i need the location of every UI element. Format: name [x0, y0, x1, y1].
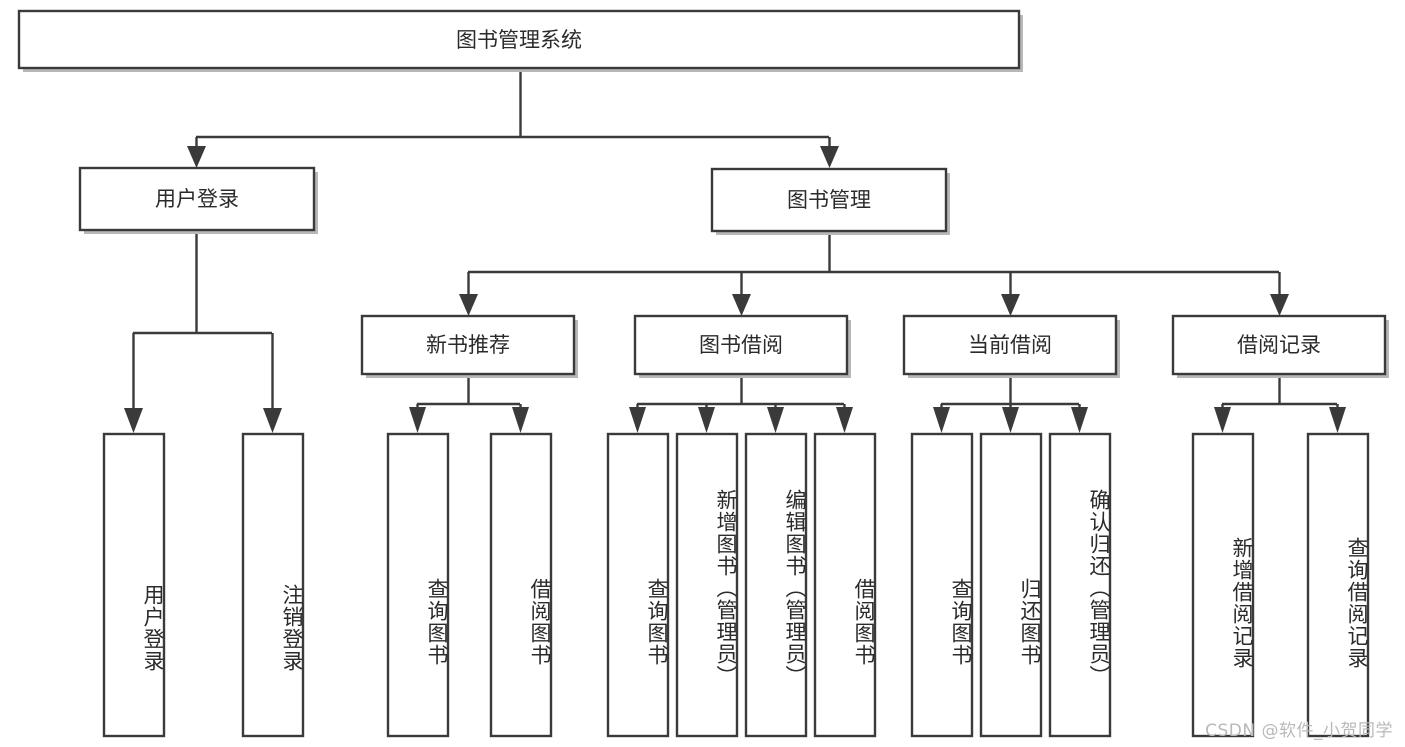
arrow-bookmgmt-c2 — [732, 294, 751, 316]
node-current-borrow-label: 当前借阅 — [968, 333, 1052, 357]
leaf-query-book-2[interactable] — [606, 432, 670, 738]
node-book-management[interactable] — [710, 167, 948, 233]
arrow-bookmgmt-c4 — [1270, 294, 1289, 316]
node-book-borrow-label: 图书借阅 — [699, 333, 783, 357]
arrow-newbook-c2 — [512, 407, 529, 433]
connector-layer — [124, 70, 1346, 433]
arrow-bookmgmt-c1 — [459, 294, 478, 316]
node-book-borrow[interactable] — [633, 314, 849, 376]
node-layer: 图书管理系统 用户登录 图书管理 新书推荐 图书借阅 当前借阅 借阅记录 — [17, 9, 1389, 738]
leaf-return-book[interactable] — [979, 432, 1043, 738]
node-root[interactable] — [17, 9, 1021, 70]
arrow-bookmgmt-c3 — [1001, 294, 1020, 316]
leaf-user-login[interactable] — [102, 432, 166, 738]
arrow-record-c2 — [1329, 407, 1346, 433]
arrow-newbook-c1 — [409, 407, 426, 433]
arrow-borrow-c2 — [698, 407, 715, 433]
node-borrow-record-label: 借阅记录 — [1237, 333, 1321, 357]
arrow-current-c1 — [933, 407, 950, 433]
node-root-label: 图书管理系统 — [456, 28, 582, 52]
node-borrow-record[interactable] — [1171, 314, 1387, 376]
arrow-record-c1 — [1214, 407, 1231, 433]
arrow-login-c2 — [263, 408, 282, 433]
arrow-root-to-bookmgmt — [820, 146, 839, 168]
node-new-book-recommend-label: 新书推荐 — [426, 333, 510, 357]
leaf-borrow-book-1[interactable] — [489, 432, 553, 738]
leaf-add-book-admin[interactable] — [675, 432, 739, 738]
arrow-root-to-login — [187, 146, 206, 168]
leaf-add-borrow-record[interactable] — [1191, 432, 1255, 738]
arrow-login-c1 — [124, 408, 143, 433]
node-user-login-label: 用户登录 — [155, 187, 239, 211]
node-user-login[interactable] — [78, 166, 316, 232]
node-current-borrow[interactable] — [902, 314, 1118, 376]
leaf-confirm-return-admin[interactable] — [1048, 432, 1112, 738]
leaf-logout-login[interactable] — [241, 432, 305, 738]
node-new-book-recommend[interactable] — [360, 314, 576, 376]
arrow-current-c2 — [1002, 407, 1019, 433]
leaf-query-book-1[interactable] — [386, 432, 450, 738]
node-book-management-label: 图书管理 — [787, 188, 871, 212]
arrow-borrow-c1 — [629, 407, 646, 433]
csdn-watermark: CSDN @软件_小贺同学 — [1205, 721, 1393, 741]
leaf-edit-book-admin[interactable] — [744, 432, 808, 738]
arrow-borrow-c4 — [836, 407, 853, 433]
leaf-borrow-book-2[interactable] — [813, 432, 877, 738]
leaf-query-book-3[interactable] — [910, 432, 974, 738]
arrow-borrow-c3 — [767, 407, 784, 433]
leaf-query-borrow-record[interactable] — [1306, 432, 1370, 738]
arrow-current-c3 — [1071, 407, 1088, 433]
